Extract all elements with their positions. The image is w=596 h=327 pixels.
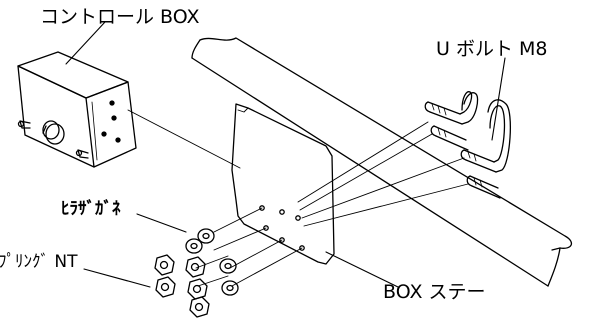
bolt-axis-lines	[195, 121, 469, 287]
label-box-stay: BOX ステー	[383, 281, 486, 303]
nuts	[154, 254, 210, 318]
control-box	[17, 51, 137, 168]
alignment-line	[127, 109, 241, 169]
leader-lines	[65, 21, 506, 288]
box-stay-plate	[231, 103, 335, 265]
label-control-box: コントロール BOX	[40, 6, 200, 28]
flat-washers	[185, 228, 239, 296]
frame-pipe	[191, 37, 573, 287]
label-u-bolt: U ボルト M8	[436, 38, 548, 60]
label-flat-washer: ﾋﾗｻﾞｶﾞﾈ	[61, 199, 121, 219]
label-spring-nut: ﾌﾟﾘﾝｸﾞ NT	[0, 252, 78, 272]
u-bolts	[424, 91, 511, 199]
